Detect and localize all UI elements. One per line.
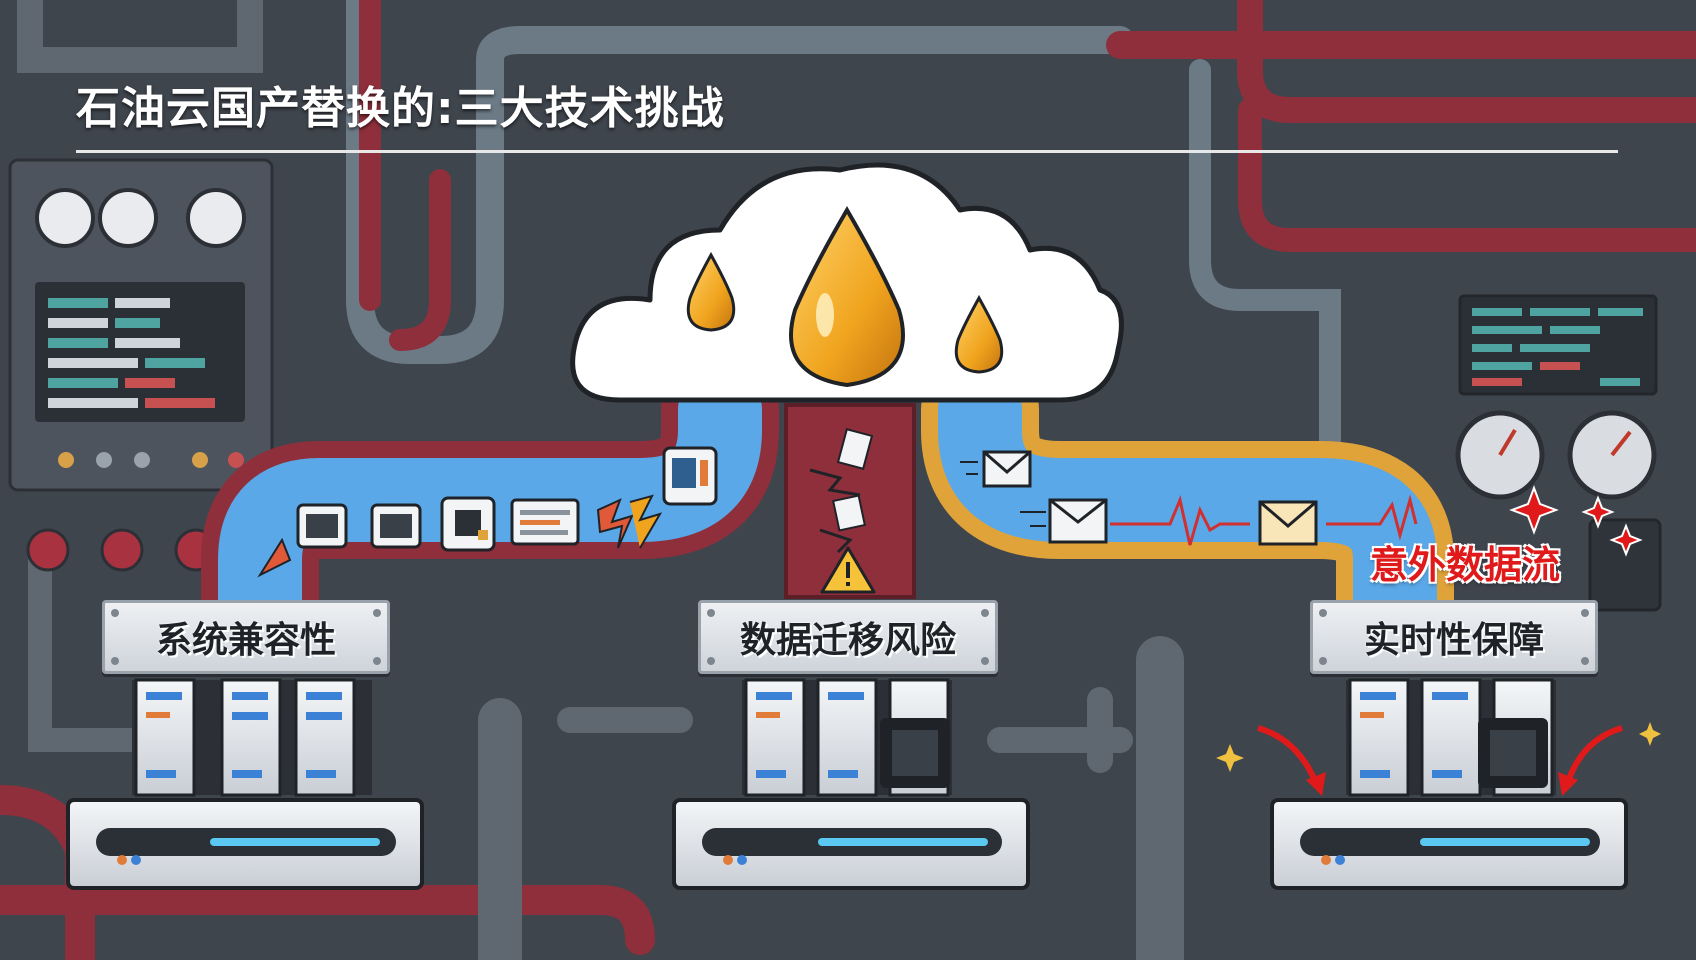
warning-icon [820, 546, 876, 594]
oil-drop-icon [954, 294, 1004, 374]
window-icon [370, 503, 422, 549]
arrow-icon [1558, 772, 1578, 796]
heartbeat-icon [1020, 495, 1250, 546]
challenge-label-text: 系统兼容性 [155, 620, 336, 661]
broken-document-icon [809, 427, 874, 554]
challenge-label-compatibility: 系统兼容性 [102, 600, 390, 674]
server-rack-icon [66, 678, 424, 890]
left-control-panel [8, 158, 274, 572]
sparkle-icon [1216, 744, 1244, 772]
oil-drop-icon [686, 251, 736, 332]
right-control-panel [1455, 294, 1662, 612]
broken-link-icon [596, 494, 663, 549]
mail-icon [1258, 494, 1418, 546]
mail-icon [960, 450, 1032, 488]
challenge-label-text: 实时性保障 [1363, 620, 1544, 661]
challenge-label-realtime: 实时性保障 [1310, 600, 1598, 674]
title-divider [76, 150, 1618, 153]
oil-drop-icon [789, 206, 905, 388]
server-rack-icon [1270, 678, 1628, 890]
server-rack-icon [672, 678, 1030, 890]
challenge-label-text: 数据迁移风险 [739, 620, 956, 661]
device-icon [662, 446, 718, 506]
arrow-icon [1306, 772, 1326, 796]
challenge-label-migration: 数据迁移风险 [698, 600, 998, 674]
window-icon [296, 503, 348, 549]
unexpected-data-flow-label: 意外数据流 [1370, 543, 1561, 587]
chip-icon [440, 496, 496, 552]
page-title: 石油云国产替换的:三大技术挑战 [76, 83, 725, 134]
arrow-icon [257, 537, 292, 578]
sparkle-icon [1639, 722, 1661, 746]
document-icon [510, 498, 580, 546]
sparkle-icon [1509, 485, 1643, 557]
